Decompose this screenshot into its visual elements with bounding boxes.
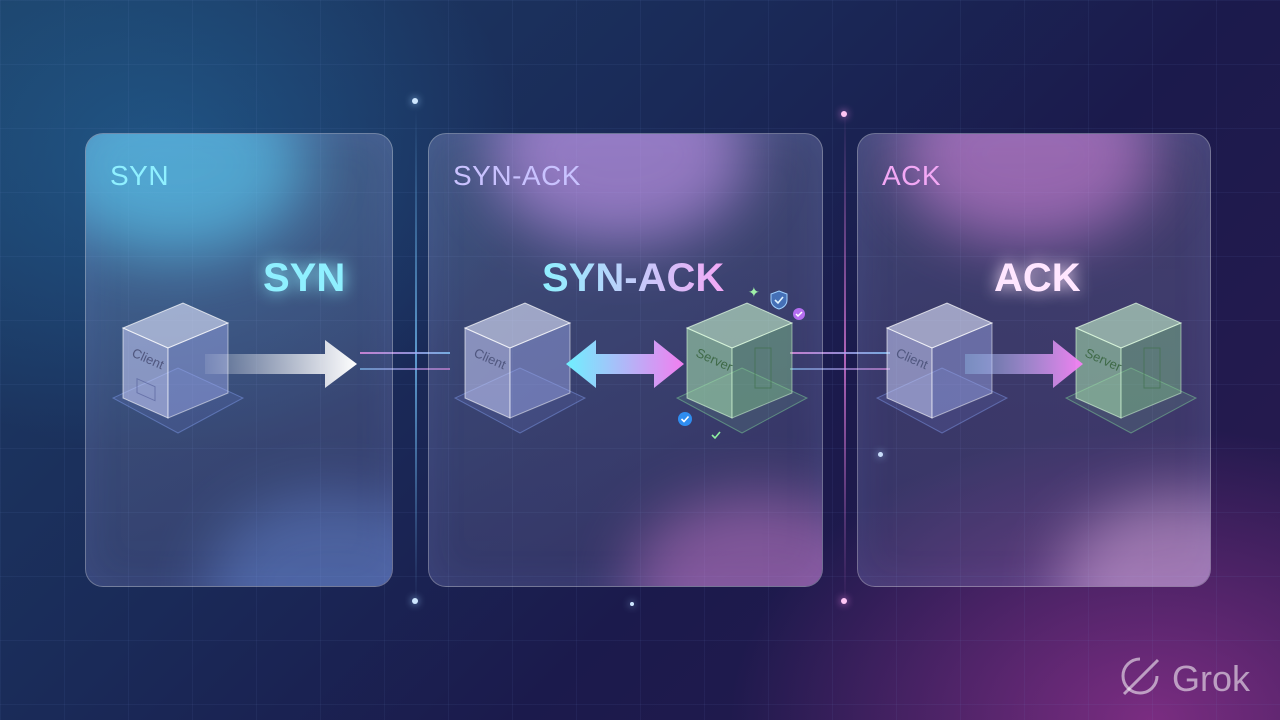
link-line-2b	[790, 368, 890, 370]
ack-arrow	[965, 338, 1085, 395]
spark-dot	[412, 598, 418, 604]
spark-dot	[412, 98, 418, 104]
server-cube: Server	[675, 298, 809, 438]
panel-title: SYN	[110, 160, 170, 191]
step-label: ACK	[994, 256, 1081, 300]
spark-dot	[841, 598, 847, 604]
watermark: Grok	[1116, 652, 1250, 705]
divider-line-1	[415, 110, 417, 605]
spark-dot	[841, 111, 847, 117]
spark-dot	[630, 602, 634, 606]
syn-arrow	[205, 338, 360, 395]
sparkle-icon: ✦	[748, 284, 760, 300]
client-cube: Client	[453, 298, 587, 438]
server-cube: Server	[1064, 298, 1198, 438]
step-label: SYN	[263, 256, 346, 300]
check-icon	[677, 411, 693, 432]
client-cube: Client	[111, 298, 245, 438]
divider-line-2	[844, 110, 846, 605]
step-label: SYN-ACK	[542, 256, 725, 300]
client-cube: Client	[875, 298, 1009, 438]
watermark-text: Grok	[1172, 657, 1251, 699]
link-line-2a	[790, 352, 890, 354]
panel-title: SYN-ACK	[453, 160, 581, 191]
panel-title: ACK	[882, 160, 942, 191]
grok-logo-icon	[1116, 652, 1164, 705]
spark-dot	[878, 452, 883, 457]
link-line-1a	[360, 352, 450, 354]
check-icon	[792, 307, 806, 326]
link-line-1b	[360, 368, 450, 370]
syn-ack-double-arrow	[566, 338, 686, 395]
check-icon	[710, 428, 722, 446]
shield-icon	[770, 290, 788, 315]
